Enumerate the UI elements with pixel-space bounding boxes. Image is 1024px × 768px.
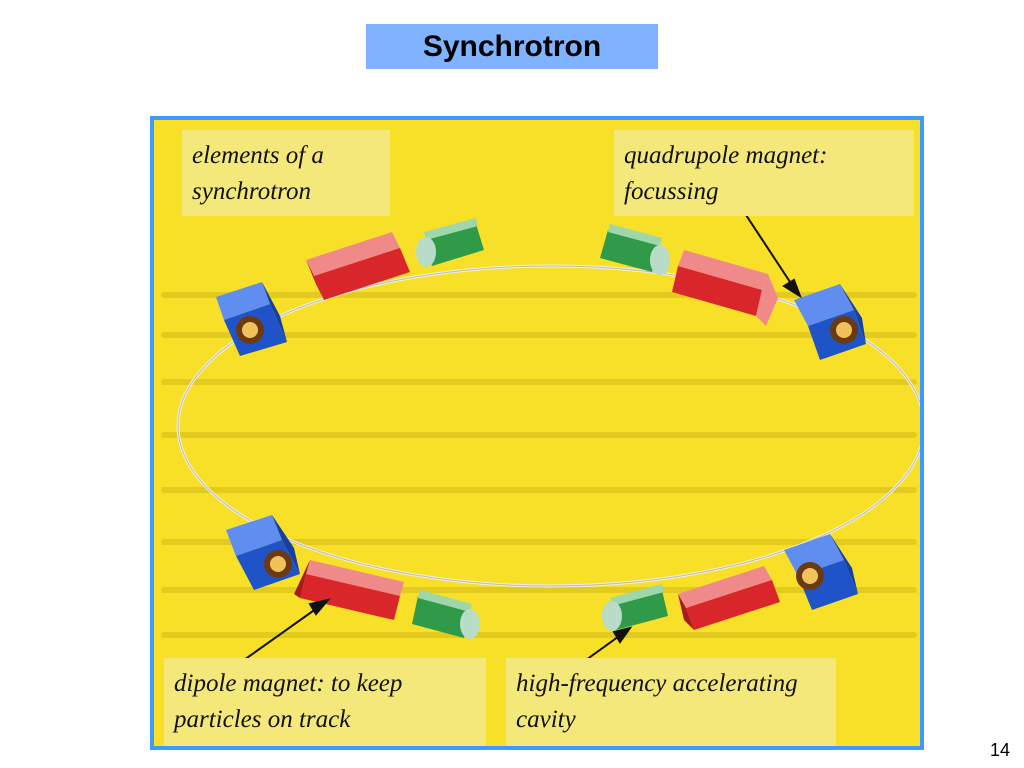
synchrotron-figure: elements of a synchrotron quadrupole mag…	[150, 116, 924, 750]
dipole-magnet-top-left	[306, 232, 410, 300]
accelerating-cavity-bottom-left	[412, 590, 480, 639]
slide-title: Synchrotron	[366, 24, 658, 69]
quadrupole-magnet-bottom-left	[226, 515, 300, 590]
quadrupole-magnet-top-right	[794, 284, 866, 360]
quadrupole-magnet-top-left	[216, 282, 287, 356]
dipole-pointer-arrow	[243, 605, 321, 661]
synchrotron-diagram	[161, 211, 920, 661]
callout-elements: elements of a synchrotron	[182, 130, 390, 216]
quadrupole-pointer-arrow	[743, 211, 795, 289]
dipole-magnet-bottom-right	[678, 566, 780, 630]
accelerating-cavity-top-right	[600, 224, 670, 275]
callout-quadrupole: quadrupole magnet: focussing	[614, 130, 914, 216]
accelerating-cavity-top-left	[416, 218, 484, 267]
dipole-magnet-bottom-left	[294, 560, 404, 620]
callout-cavity: high-frequency accelerating cavity	[506, 658, 836, 746]
pointer-arrows	[243, 211, 802, 661]
quadrupole-magnet-bottom-right	[784, 534, 858, 610]
dipole-magnet-top-right	[672, 250, 778, 326]
accelerating-cavity-bottom-right	[602, 584, 668, 631]
callout-dipole: dipole magnet: to keep particles on trac…	[164, 658, 486, 746]
page-number: 14	[989, 740, 1010, 760]
cavity-pointer-arrow	[585, 633, 623, 661]
